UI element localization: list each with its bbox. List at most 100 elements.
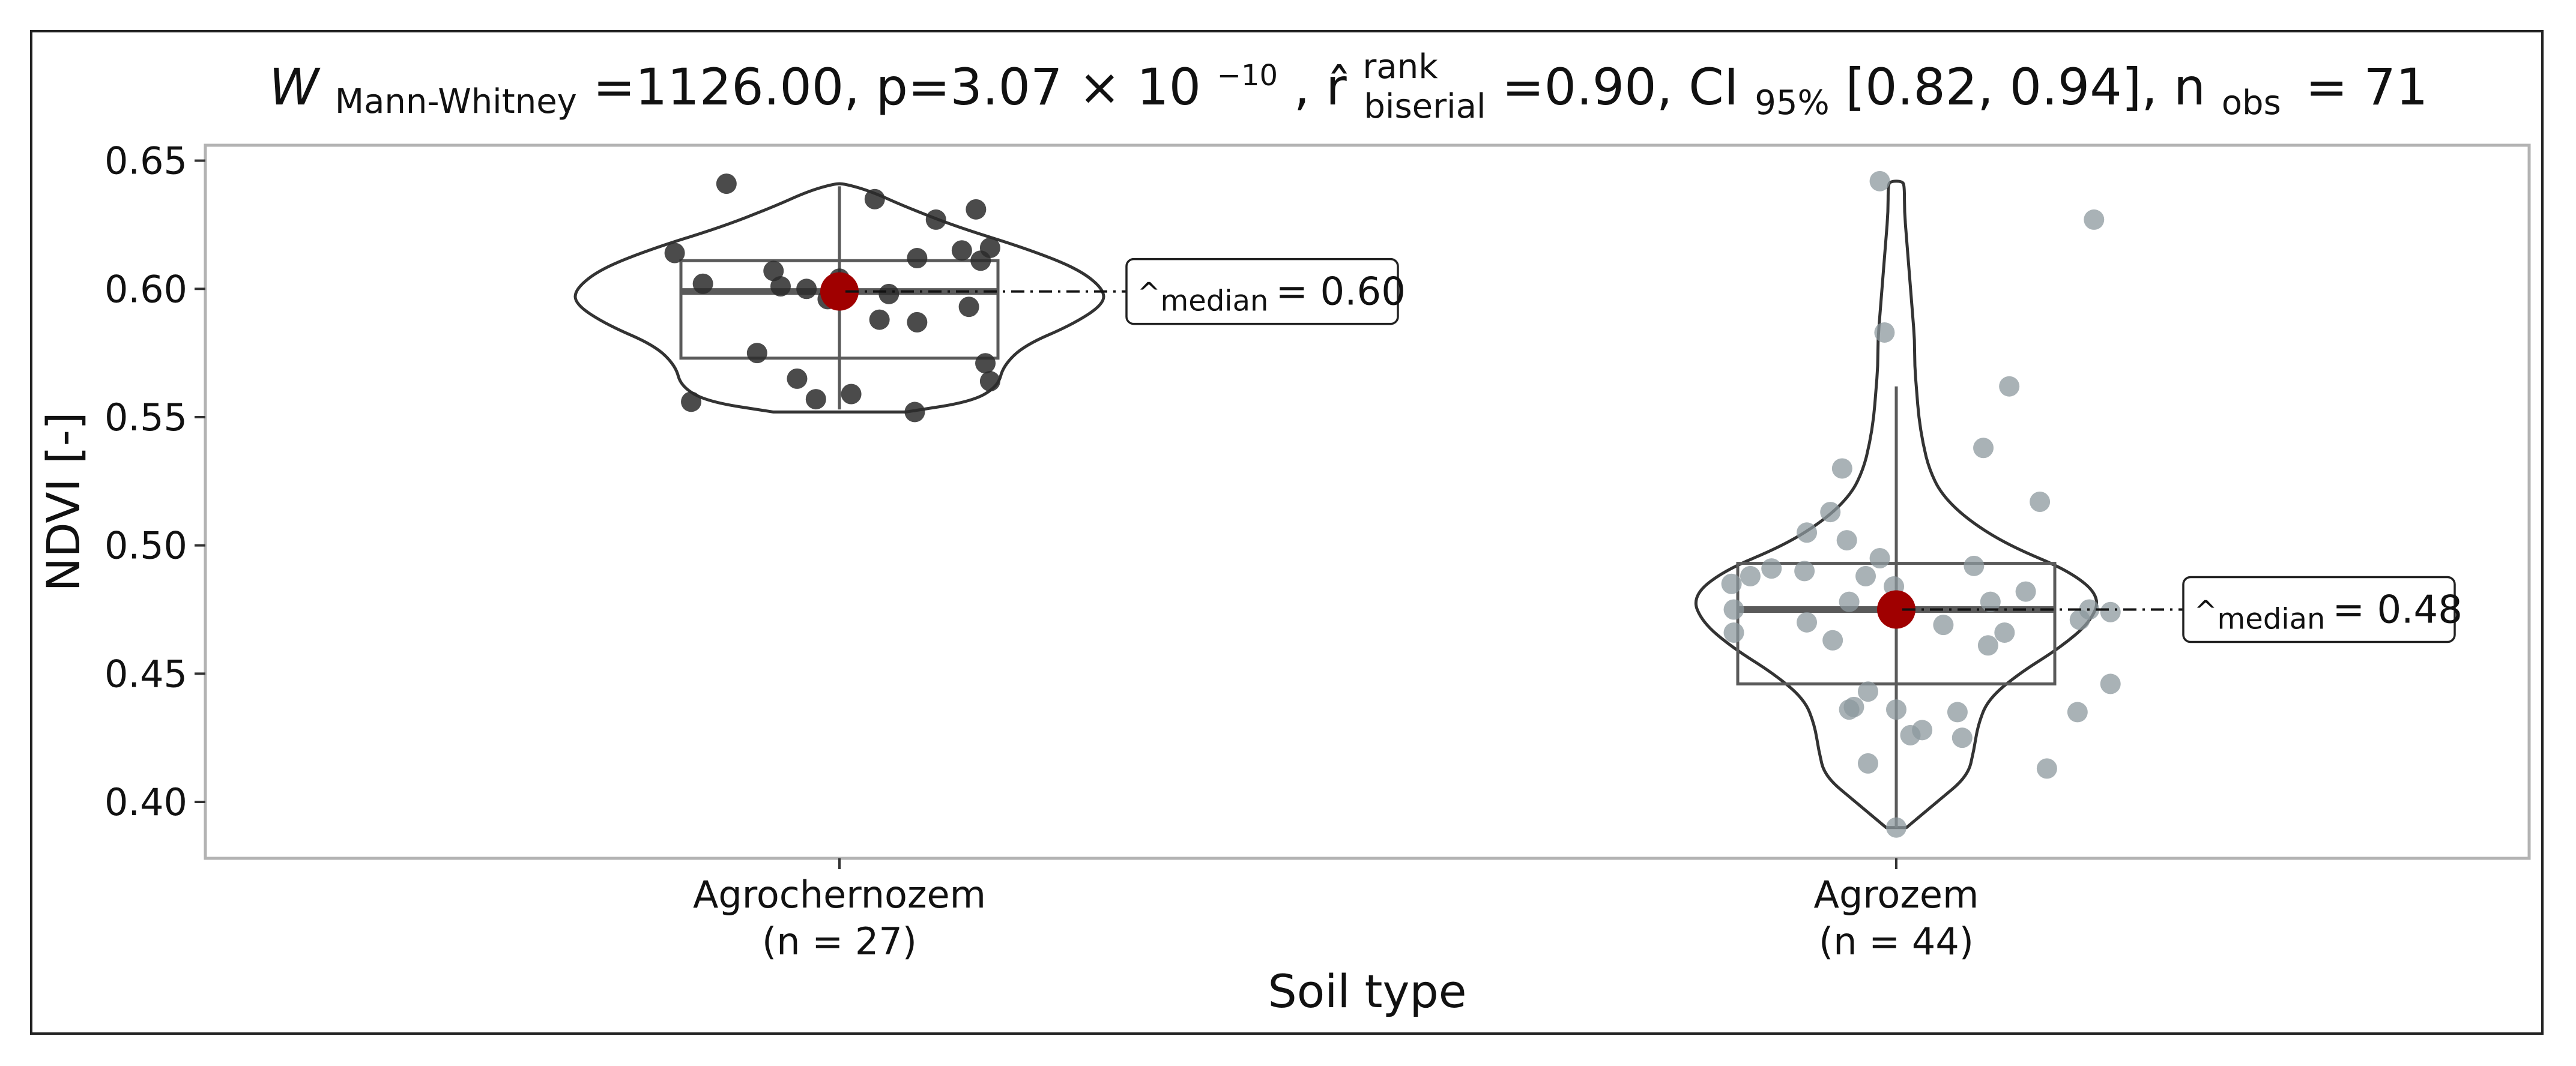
data-point: [1869, 548, 1890, 569]
data-point: [2069, 609, 2090, 630]
data-point: [1740, 565, 1761, 586]
median-label-subscript: median: [1161, 285, 1269, 318]
title-w-subscript: Mann-Whitney: [335, 82, 577, 121]
data-point: [2030, 492, 2051, 512]
data-point: [664, 242, 685, 263]
y-tick-label: 0.60: [104, 267, 187, 311]
y-axis: 0.40 0.45 0.50 0.55 0.60 0.65: [104, 139, 205, 824]
median-marker: [1877, 590, 1915, 629]
data-point: [1977, 635, 1998, 656]
data-point: [1822, 630, 1843, 651]
data-point: [1794, 561, 1815, 582]
y-tick-label: 0.55: [104, 396, 187, 439]
median-label-box: [1125, 257, 1399, 325]
data-point: [746, 343, 767, 364]
data-point: [1836, 530, 1857, 551]
y-axis-title: NDVI [-]: [37, 412, 90, 591]
y-tick-label: 0.45: [104, 652, 187, 696]
data-point: [2084, 209, 2105, 230]
title-ci-subscript: 95%: [1755, 83, 1829, 122]
title-r-symbol: , r̂: [1294, 58, 1347, 116]
data-point: [1900, 724, 1921, 745]
title-p-exponent: −10: [1217, 59, 1278, 92]
data-point: [864, 188, 885, 209]
x-tick-count-label: (n = 27): [762, 920, 917, 963]
plot-panel: [204, 143, 2531, 860]
data-point: [1855, 565, 1876, 586]
data-point: [869, 309, 890, 330]
data-point: [787, 368, 808, 389]
data-point: [2100, 601, 2121, 622]
data-point: [1721, 573, 1742, 594]
data-point: [1839, 591, 1860, 612]
median-label: ^median= 0.48: [2194, 588, 2463, 636]
title-r-value: =0.90, CI: [1502, 58, 1738, 116]
data-point: [2015, 581, 2036, 602]
data-point: [841, 384, 862, 405]
data-point: [1843, 696, 1864, 717]
data-point: [951, 240, 972, 261]
data-point: [796, 279, 817, 300]
groups-layer: ^median= 0.60 ^median= 0.48: [573, 170, 2463, 838]
chart-title: W Mann-Whitney =1126.00, p=3.07 × 10 −10…: [269, 31, 2428, 130]
title-w-value: =1126.00, p=3.07 × 10: [593, 58, 1202, 116]
median-marker: [820, 272, 859, 311]
data-point: [1947, 702, 1968, 723]
group-agrozem: ^median= 0.48: [1694, 170, 2463, 838]
iqr-box: [679, 259, 1000, 360]
data-point: [716, 173, 737, 194]
data-point: [1994, 622, 2015, 643]
data-point: [907, 312, 928, 333]
y-tick-label: 0.40: [104, 780, 187, 824]
y-tick-label: 0.65: [104, 139, 187, 183]
title-n-value: = 71: [2305, 58, 2428, 116]
data-point: [907, 248, 928, 269]
data-point: [1973, 438, 1994, 459]
x-axis-title: Soil type: [1268, 965, 1467, 1018]
data-point: [966, 199, 987, 220]
data-point: [1820, 502, 1841, 523]
y-tick-label: 0.50: [104, 524, 187, 568]
median-label-value: = 0.60: [1275, 270, 1405, 315]
title-w-symbol: W: [269, 58, 321, 116]
data-point: [878, 283, 899, 304]
median-label: ^median= 0.60: [1137, 270, 1406, 318]
data-point: [1980, 591, 2001, 612]
violin-outline: [573, 182, 1105, 414]
median-label-value: = 0.48: [2332, 588, 2462, 632]
data-point: [1797, 612, 1818, 633]
x-tick-count-label: (n = 44): [1819, 920, 1974, 963]
data-point: [1933, 615, 1954, 636]
median-label-subscript: median: [2218, 602, 2326, 636]
data-point: [958, 297, 979, 318]
title-n-subscript: obs: [2222, 83, 2281, 122]
data-point: [2036, 758, 2057, 779]
data-point: [1831, 458, 1852, 479]
data-point: [1874, 322, 1895, 343]
data-point: [1886, 817, 1906, 838]
x-axis: Agrochernozem(n = 27)Agrozem(n = 44): [693, 858, 1979, 963]
title-r-subscript: biserial: [1364, 87, 1486, 126]
data-point: [925, 209, 946, 230]
data-point: [979, 371, 1000, 392]
median-label-box: [2182, 576, 2456, 643]
data-point: [692, 273, 713, 294]
data-point: [763, 260, 784, 282]
data-point: [1999, 376, 2020, 397]
data-point: [1857, 681, 1878, 702]
data-point: [1886, 699, 1906, 720]
data-point: [1964, 555, 1985, 576]
data-point: [1857, 753, 1878, 774]
group-agrochernozem: ^median= 0.60: [573, 173, 1406, 423]
title-ci-value: [0.82, 0.94], n: [1845, 58, 2206, 116]
data-point: [1797, 522, 1818, 543]
data-point: [970, 250, 991, 271]
data-point: [1723, 622, 1744, 643]
data-point: [2100, 673, 2121, 694]
data-point: [805, 389, 826, 410]
x-tick-label: Agrochernozem: [693, 873, 986, 917]
figure-frame: [30, 30, 2544, 1035]
data-point: [1723, 599, 1744, 620]
data-point: [1761, 558, 1782, 579]
